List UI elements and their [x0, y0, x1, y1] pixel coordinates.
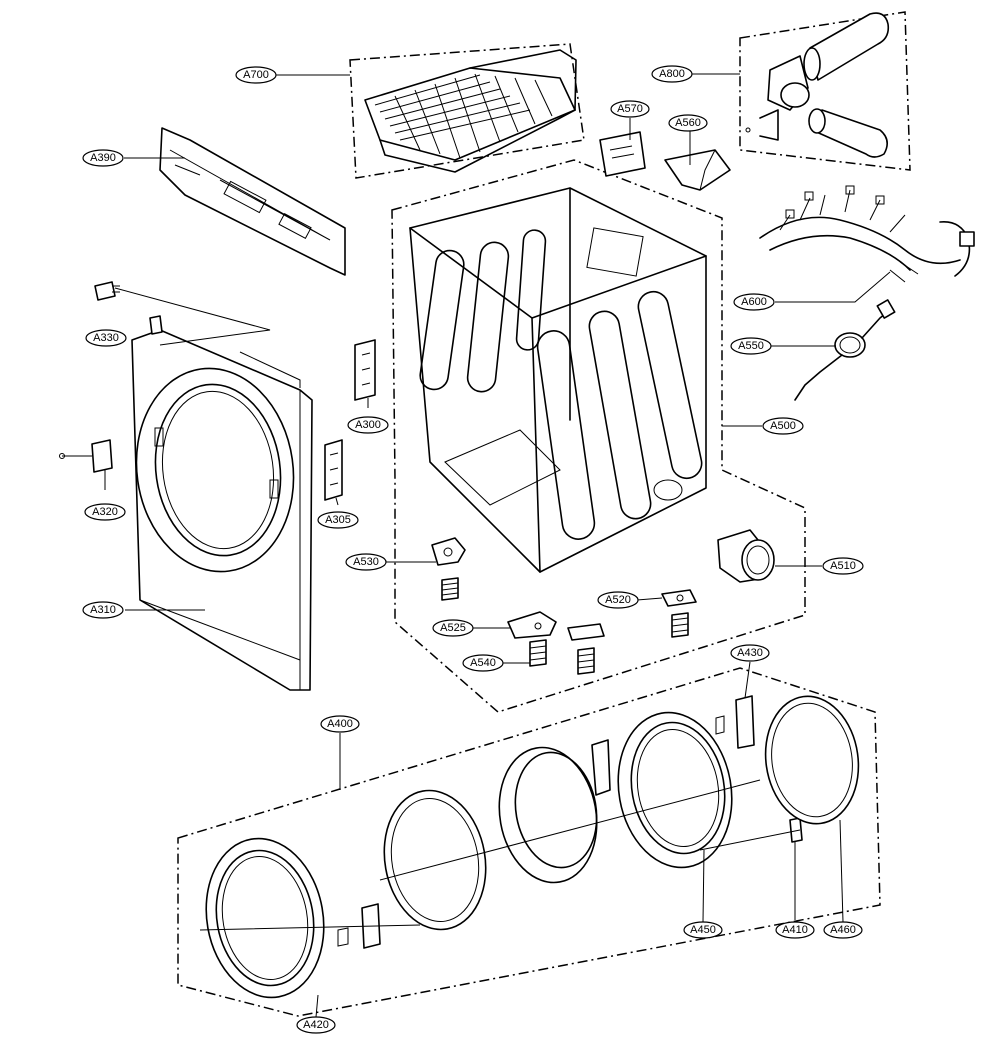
a420-outer-door-ring — [205, 837, 325, 999]
a560-duct-piece — [664, 149, 731, 191]
callout-a700: A700 — [235, 66, 277, 84]
a550-power-cord — [794, 299, 896, 401]
a800-duct-kit — [745, 12, 890, 158]
a525-bracket — [507, 611, 557, 639]
callout-a600: A600 — [733, 293, 775, 311]
door-glass-ring — [383, 789, 487, 931]
a530-leg-bracket — [431, 537, 466, 601]
callout-text: A320 — [92, 506, 118, 518]
a570-bracket — [599, 131, 646, 177]
callout-a550: A550 — [730, 337, 772, 355]
a320-latch — [59, 439, 113, 473]
callout-a520: A520 — [597, 591, 639, 609]
callout-a510: A510 — [822, 557, 864, 575]
a410-clip — [789, 817, 803, 843]
callout-text: A310 — [90, 604, 116, 616]
a500-cabinet — [409, 187, 707, 573]
callout-text: A450 — [690, 924, 716, 936]
a310-front-panel — [131, 315, 313, 691]
callout-text: A540 — [470, 657, 496, 669]
callout-text: A400 — [327, 718, 353, 730]
callout-text: A390 — [90, 152, 116, 164]
callout-a390: A390 — [82, 149, 124, 167]
callout-text: A460 — [830, 924, 856, 936]
a460-gasket-ring — [764, 695, 860, 825]
a450-door-frame — [591, 711, 733, 869]
a700-filter-basket — [364, 49, 577, 173]
callout-text: A525 — [440, 622, 466, 634]
callout-text: A305 — [325, 514, 351, 526]
callout-text: A300 — [355, 419, 381, 431]
callout-a330: A330 — [85, 329, 127, 347]
callout-text: A570 — [617, 103, 643, 115]
callout-a560: A560 — [668, 114, 708, 132]
callout-a310: A310 — [82, 601, 124, 619]
callout-a570: A570 — [610, 100, 650, 118]
callout-text: A520 — [605, 594, 631, 606]
a330-switch — [94, 281, 120, 301]
door-axis-line — [199, 779, 801, 931]
callout-text: A330 — [93, 332, 119, 344]
a390-top-panel — [159, 127, 346, 276]
a510-vent-cap — [717, 529, 775, 583]
a520-leg-bracket — [661, 589, 697, 638]
callout-text: A420 — [303, 1019, 329, 1031]
callout-a300: A300 — [347, 416, 389, 434]
callout-a525: A525 — [432, 619, 474, 637]
callout-a500: A500 — [762, 417, 804, 435]
callout-a430: A430 — [730, 644, 770, 662]
a300-hinge — [354, 339, 376, 401]
callout-text: A600 — [741, 296, 767, 308]
callout-a305: A305 — [317, 511, 359, 529]
group-outline-a700 — [349, 43, 585, 179]
callout-text: A550 — [738, 340, 764, 352]
leader-lines — [104, 73, 891, 1018]
a600-wire-harness — [759, 185, 975, 283]
door-inner-bowl — [498, 746, 598, 884]
a540-leg — [529, 623, 605, 675]
callout-a400: A400 — [320, 715, 360, 733]
a305-hinge — [324, 439, 343, 501]
callout-text: A530 — [353, 556, 379, 568]
callout-text: A430 — [737, 647, 763, 659]
callout-a320: A320 — [84, 503, 126, 521]
callout-a420: A420 — [296, 1016, 336, 1034]
callout-text: A700 — [243, 69, 269, 81]
callout-a450: A450 — [683, 921, 723, 939]
group-outline-a400 — [177, 667, 881, 1017]
callout-text: A500 — [770, 420, 796, 432]
callout-text: A800 — [659, 68, 685, 80]
callout-a540: A540 — [462, 654, 504, 672]
group-outline-a500 — [391, 159, 806, 713]
callout-a800: A800 — [651, 65, 693, 83]
callout-text: A560 — [675, 117, 701, 129]
callout-a460: A460 — [823, 921, 863, 939]
callout-text: A510 — [830, 560, 856, 572]
callout-a410: A410 — [775, 921, 815, 939]
group-outline-a800 — [739, 11, 911, 171]
callout-text: A410 — [782, 924, 808, 936]
callout-a530: A530 — [345, 553, 387, 571]
a430-latch — [715, 695, 755, 749]
